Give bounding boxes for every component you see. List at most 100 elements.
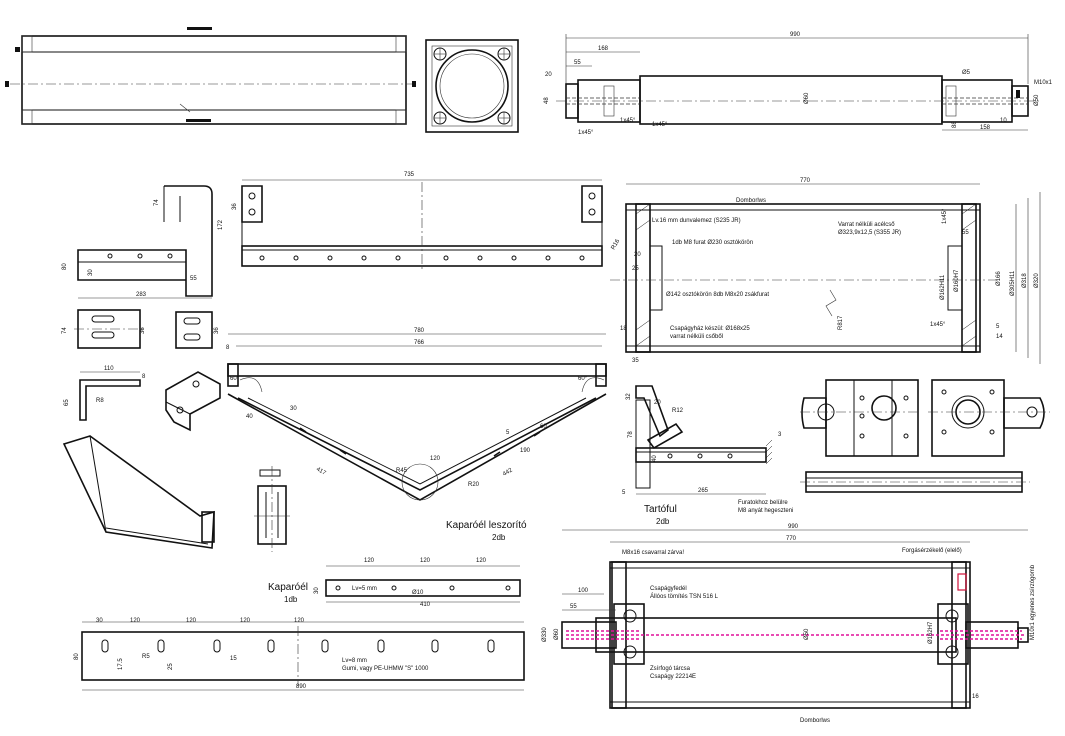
dim-bs-r5: R5	[142, 654, 150, 660]
dim-bs-120d: 120	[294, 618, 305, 624]
dim-a-d162: Ø162H7	[928, 621, 934, 644]
dim-v780: 780	[414, 328, 425, 334]
dim-bk-30: 30	[88, 269, 94, 276]
scraper-blade-strip: 30 120 120 120 120 80 17.5 25 15 R5 Lv=8…	[74, 618, 525, 691]
note-a-csp3: Csapágy 22214E	[650, 674, 696, 680]
dim-v442: 442	[502, 467, 514, 478]
dim-shaft-ch1: 1x45°	[578, 130, 594, 136]
note-a-m8: M8x16 csavarral zárva!	[622, 550, 684, 556]
dim-v766: 766	[414, 340, 425, 346]
dim-shaft-158: 158	[980, 125, 991, 131]
dim-plate-36: 36	[232, 203, 238, 210]
qty-tartoful: 2db	[656, 517, 670, 526]
dim-d-20: 20	[634, 252, 641, 258]
dim-bs-80: 80	[74, 653, 80, 660]
dim-a-16: 16	[972, 694, 979, 700]
slotted-plate-small: 36	[175, 311, 220, 349]
note-vamel2: Ø323,9x12,5 (S355 JR)	[838, 230, 901, 236]
bearing-plate-section	[800, 471, 1030, 493]
dim-v60a: 60°	[230, 376, 240, 382]
dim-d-r1: R16	[611, 238, 622, 251]
dim-a-990: 990	[788, 524, 799, 530]
dim-bs-30: 30	[96, 618, 103, 624]
l-bracket-section: 110 8 65 R8	[64, 366, 146, 421]
tartoful-hatch	[765, 439, 773, 465]
dim-a-d60: Ø60	[554, 628, 560, 640]
tartoful-view: 32 20 R12 78 40 265 5 3 Furatokhoz belül…	[622, 385, 793, 526]
dim-plate-735: 735	[404, 172, 415, 178]
bracket-side-view: 74 172 80 30 55 283	[62, 185, 224, 299]
dim-bk-172: 172	[218, 219, 224, 230]
dim-t-3: 3	[778, 432, 782, 438]
dim-st-30: 30	[314, 587, 320, 594]
dim-st-120a: 120	[364, 558, 375, 564]
scraper-holes	[299, 427, 541, 457]
title-tartoful: Tartóful	[644, 504, 677, 515]
dim-d-d305: Ø305H11	[1010, 270, 1016, 296]
bearing-plate-left	[800, 379, 920, 457]
dim-t-20: 20	[654, 400, 661, 406]
dim-v8: 8	[226, 345, 230, 351]
dim-vr45: R45	[396, 468, 408, 474]
dim-shaft-total: 990	[790, 32, 801, 38]
dim-bs-15: 15	[230, 656, 237, 662]
note-a-m10: M10x1 egyenes zsírzógomb	[1030, 564, 1036, 640]
note-vamel: Varrat nélküli acélcső	[838, 222, 895, 228]
qty-kaparoel: 1db	[284, 595, 298, 604]
dim-d-d160: Ø160H7	[954, 269, 960, 292]
note-a-csp1: Csapágyfedél	[650, 586, 687, 592]
dim-l8: 8	[142, 374, 146, 380]
dim-lr8: R8	[96, 398, 104, 404]
dim-d-45b: 1x45°	[942, 208, 948, 224]
slotted-plate-large: 74 36	[62, 309, 146, 349]
dim-bk-74: 74	[154, 199, 160, 206]
dim-d-25: 25	[632, 266, 639, 272]
scraper-iso-view	[62, 435, 215, 549]
dim-d-14: 14	[996, 334, 1003, 340]
dim-bk-55: 55	[190, 276, 197, 282]
dim-t-5: 5	[622, 490, 626, 496]
dim-bs-25: 25	[168, 663, 174, 670]
dim-st-410: 410	[420, 602, 431, 608]
dim-a-d330: Ø330	[542, 627, 548, 642]
dim-shaft-55: 55	[574, 60, 581, 66]
dim-st-120b: 120	[420, 558, 431, 564]
dim-bs-890: 890	[296, 684, 307, 690]
dim-d-d166: Ø166	[996, 271, 1002, 286]
note-domborlws: Domborlws	[736, 198, 766, 204]
dim-shaft-m10: M10x1	[1034, 80, 1053, 86]
dim-l110: 110	[104, 366, 114, 372]
dim-d-45: 1x45°	[930, 322, 946, 328]
dim-t-265: 265	[698, 488, 709, 494]
dim-bs-120a: 120	[130, 618, 141, 624]
scraper-clamp-section	[254, 466, 290, 552]
dim-a-d50: Ø50	[804, 628, 810, 640]
note-a-zsir: Zsírfogó tárcsa	[650, 666, 691, 672]
dim-bs-176: 17.5	[118, 658, 124, 670]
shaft-drawing: 990 168 55 20 48 Ø60 Ø5 M10x1 Ø50 10 158…	[544, 32, 1053, 136]
dim-d-18: 18	[620, 326, 627, 332]
drum-section-view: 770 Domborlws Lv.16 mm dunvalemez (S235 …	[610, 178, 1041, 364]
dim-a-100: 100	[578, 588, 589, 594]
plate-holes	[259, 255, 585, 261]
dim-v417: 417	[315, 467, 327, 478]
dim-shaft-d5: Ø5	[962, 70, 971, 76]
dim-shaft-left: 168	[598, 46, 609, 52]
blade-slots	[101, 639, 495, 653]
dim-v60c: 60	[540, 424, 547, 430]
title-kaparoel: Kaparóél	[268, 582, 308, 593]
dim-v60b: 60°	[578, 376, 588, 382]
l-bracket-iso	[165, 371, 221, 432]
dim-shaft-ch3: 1x45°	[620, 118, 636, 124]
note-tartoful-1: Furatokhoz belülre	[738, 500, 788, 506]
dim-v30: 30	[290, 406, 297, 412]
note-m8furat: 1db M8 furat Ø230 osztókörön	[672, 240, 753, 246]
dim-d-d320: Ø320	[1034, 273, 1040, 288]
note-a-dom: Domborlws	[800, 718, 830, 724]
note-bs-lv: Lv=8 mm	[342, 658, 367, 664]
dim-vr20: R20	[468, 482, 480, 488]
dim-d-35: 35	[632, 358, 639, 364]
note-tartoful-2: M8 anyát hegeszteni	[738, 508, 793, 514]
dim-bs-120c: 120	[240, 618, 251, 624]
